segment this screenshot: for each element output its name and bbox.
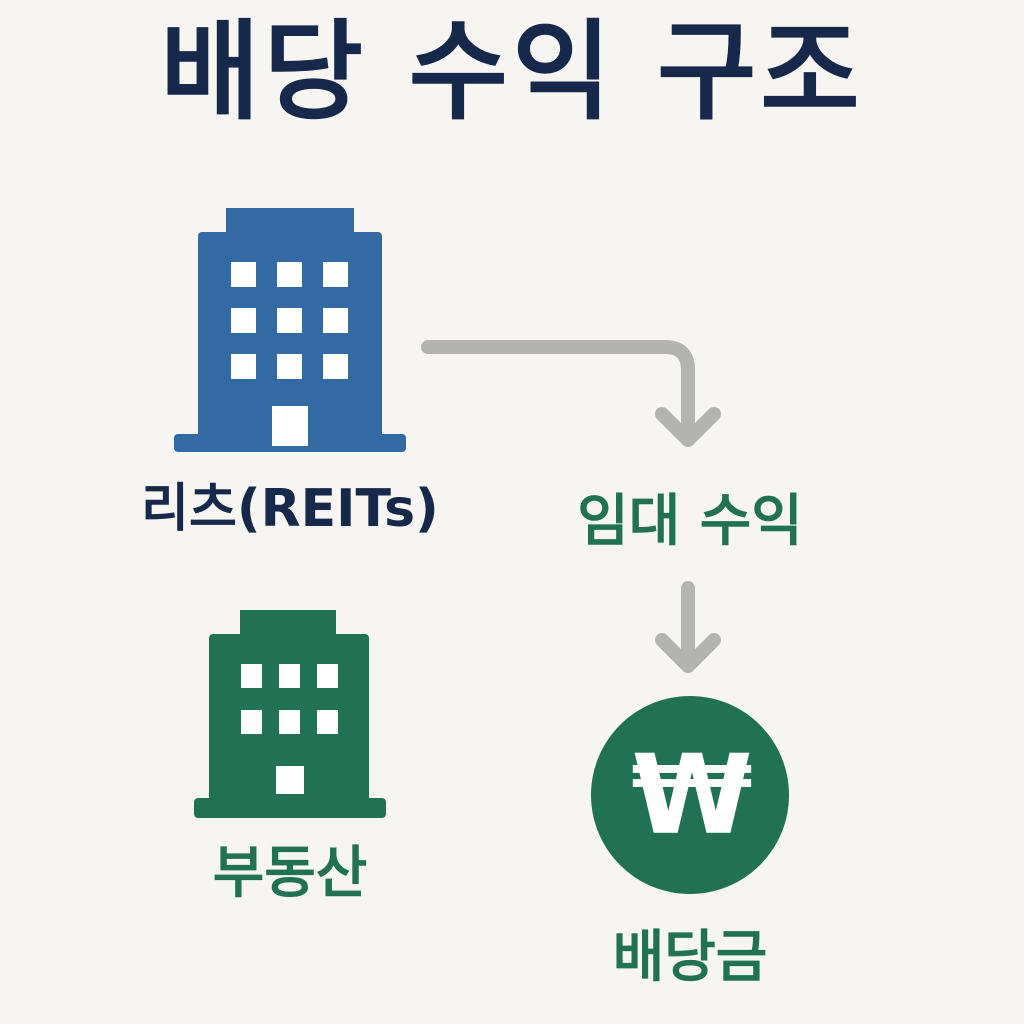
won-symbol: ₩ [631,731,753,859]
rental-income-label: 임대 수익 [577,489,803,554]
page-title: 배당 수익 구조 [160,10,864,135]
real-estate-label: 부동산 [212,841,368,906]
arrow-rental-to-dividend [655,581,721,673]
arrow-reits-to-rental [421,340,721,447]
won-coin-icon [591,696,789,894]
reits-building-icon [174,208,406,452]
reits-label: 리츠(REITs) [141,479,439,539]
dividend-label: 배당금 [612,925,768,990]
real-estate-building-icon [194,610,386,818]
